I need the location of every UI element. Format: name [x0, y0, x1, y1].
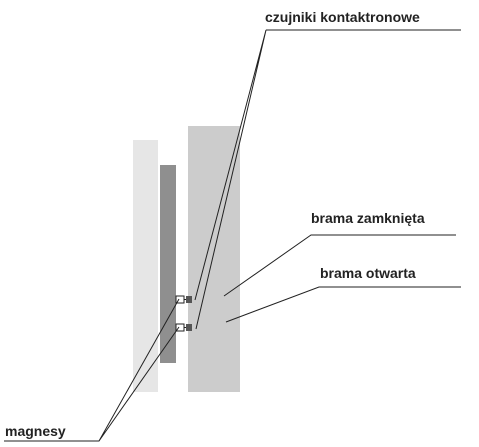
lower-reed-sensor [186, 324, 192, 331]
upper-reed-sensor [186, 296, 192, 303]
magnet-mount-bar [160, 165, 176, 363]
magnets-leader-line [4, 298, 180, 442]
gate-panel [188, 126, 240, 392]
gate-open-leader-line [225, 286, 461, 323]
fixed-post-panel [133, 140, 158, 392]
upper-sensor-assembly [175, 295, 192, 304]
gate-open-label: brama otwarta [320, 265, 416, 281]
sensors-leader-line [194, 29, 461, 330]
gate-closed-label: brama zamknięta [311, 210, 425, 226]
gate-closed-leader-line [223, 234, 456, 297]
lower-sensor-assembly [175, 323, 192, 332]
magnets-label: magnesy [5, 423, 66, 439]
sensors-label: czujniki kontaktronowe [265, 9, 420, 25]
